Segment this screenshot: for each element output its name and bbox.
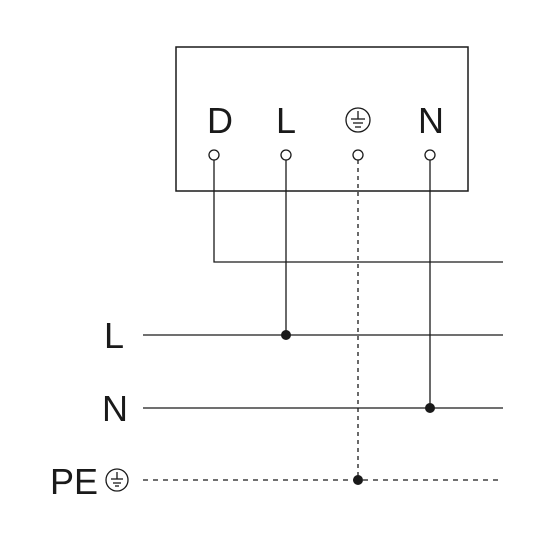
junction-pe <box>353 475 363 485</box>
terminal-label-n: N <box>418 100 444 141</box>
terminal-label-d: D <box>207 100 233 141</box>
bus-label-pe: PE <box>50 461 98 502</box>
bus-label-l: L <box>104 315 124 356</box>
earth-ground-icon <box>105 468 129 492</box>
terminal-label-l: L <box>276 100 296 141</box>
terminal-d <box>208 149 220 161</box>
bus-label-n: N <box>102 388 128 429</box>
terminal-pe <box>352 149 364 161</box>
junction-l <box>281 330 291 340</box>
terminal-n <box>424 149 436 161</box>
device-box <box>175 46 469 192</box>
junction-n <box>425 403 435 413</box>
terminal-l <box>280 149 292 161</box>
wire-d <box>213 160 503 263</box>
earth-ground-icon <box>345 107 371 133</box>
